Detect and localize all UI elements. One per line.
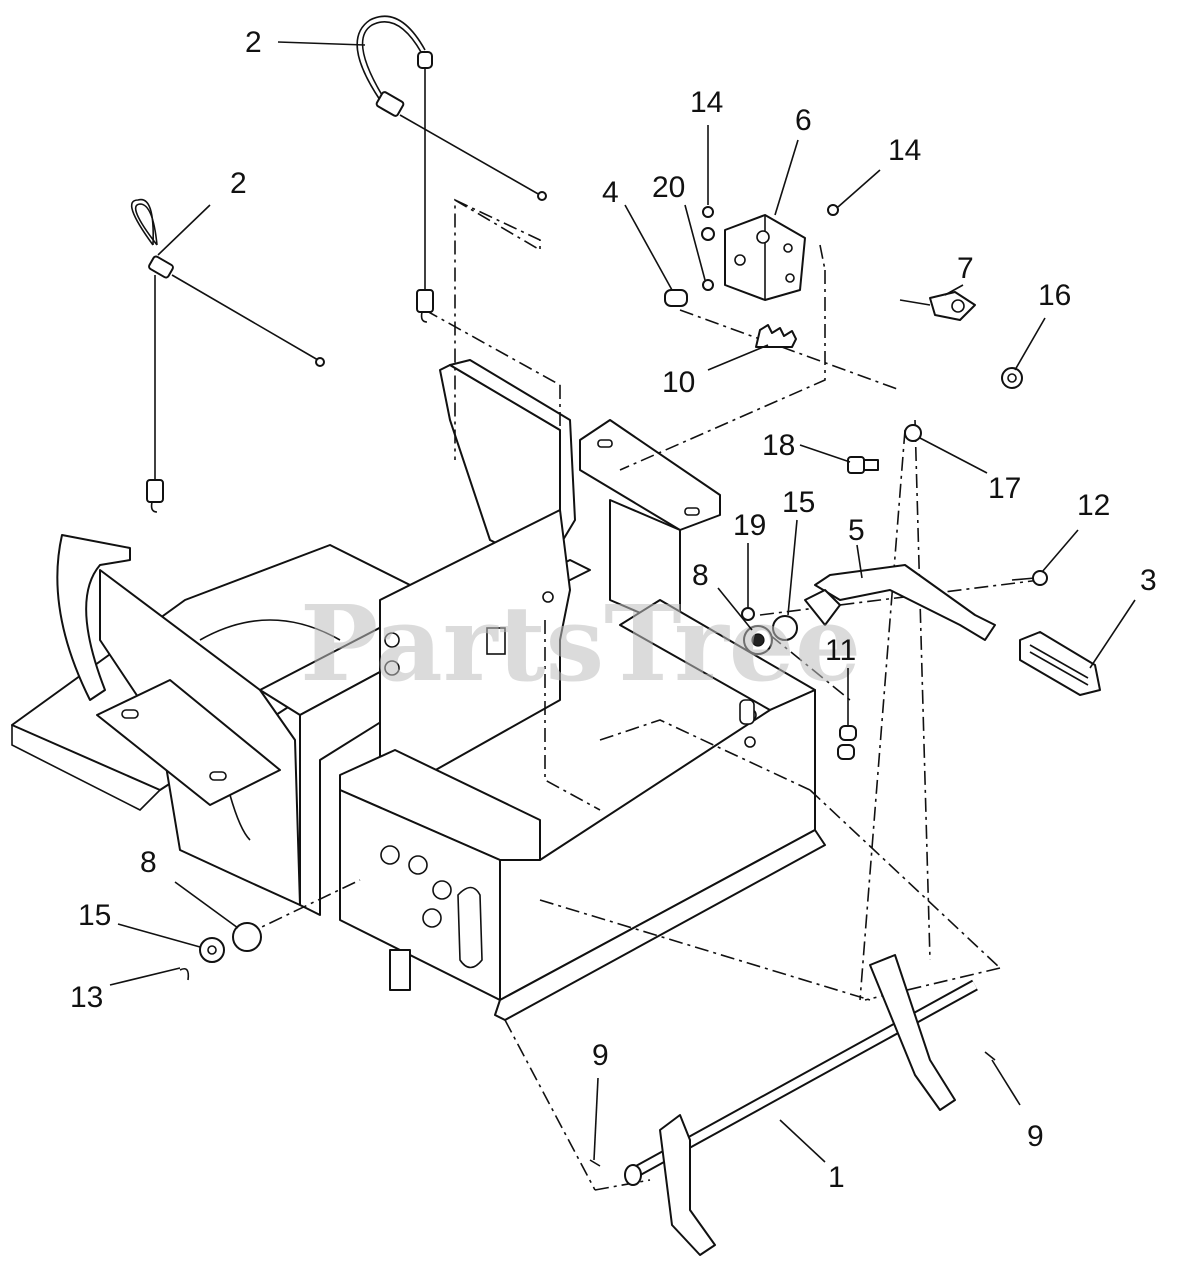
leader-lines <box>109 41 1136 1163</box>
callout-2: 2 <box>230 167 247 200</box>
assembly-lines <box>244 198 1041 1191</box>
callouts: 2 2 14 6 14 4 20 7 16 10 18 17 12 5 19 1… <box>70 26 1157 1194</box>
callout-8: 8 <box>692 559 709 592</box>
callout-9: 9 <box>592 1039 609 1072</box>
watermark: PartsTree <box>300 582 861 705</box>
callout-18: 18 <box>762 429 795 462</box>
small-hardware <box>179 204 1048 1167</box>
shaft-1 <box>624 954 978 1256</box>
callout-15: 15 <box>782 486 815 519</box>
switch-6 <box>724 214 806 301</box>
callout-19: 19 <box>733 509 766 542</box>
callout-11: 11 <box>825 634 856 667</box>
pedal-pad-3 <box>1019 631 1101 696</box>
callout-2: 2 <box>245 26 262 59</box>
callout-16: 16 <box>1038 279 1071 312</box>
callout-4: 4 <box>602 176 619 209</box>
frame-assembly <box>11 359 826 1021</box>
callout-3: 3 <box>1140 564 1157 597</box>
lever-5 <box>804 564 996 641</box>
callout-1: 1 <box>828 1161 845 1194</box>
callout-14: 14 <box>888 134 921 167</box>
callout-13: 13 <box>70 981 103 1014</box>
callout-9: 9 <box>1027 1120 1044 1153</box>
cable-upper <box>356 15 547 323</box>
callout-15: 15 <box>78 899 111 932</box>
callout-8: 8 <box>140 846 157 879</box>
callout-6: 6 <box>795 104 812 137</box>
callout-7: 7 <box>957 252 974 285</box>
cable-lower <box>130 198 325 513</box>
callout-17: 17 <box>988 472 1021 505</box>
callout-10: 10 <box>662 366 695 399</box>
callout-5: 5 <box>848 514 865 547</box>
callout-12: 12 <box>1077 489 1110 522</box>
callout-20: 20 <box>652 171 685 204</box>
callout-14: 14 <box>690 86 723 119</box>
